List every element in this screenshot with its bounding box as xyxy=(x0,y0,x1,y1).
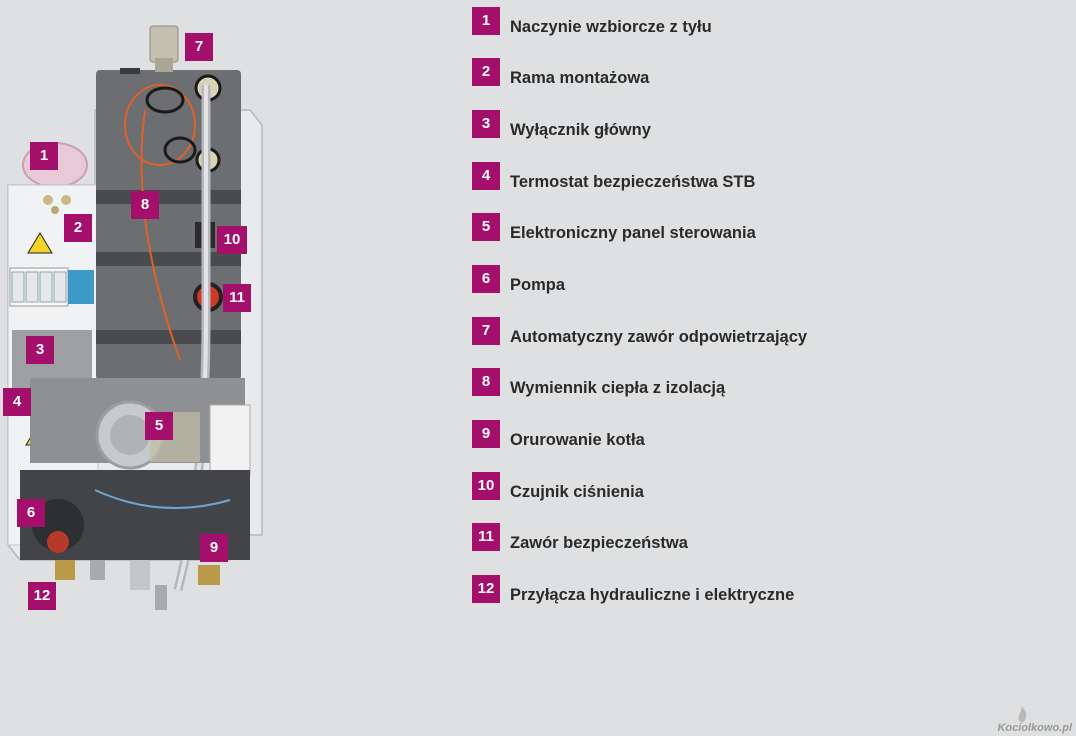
legend-number: 7 xyxy=(472,317,500,345)
marker-12: 12 xyxy=(28,582,56,610)
legend-number: 9 xyxy=(472,420,500,448)
air-vent-body xyxy=(149,25,179,63)
marker-6: 6 xyxy=(17,499,45,527)
flame-icon xyxy=(1018,706,1027,723)
legend-number: 2 xyxy=(472,58,500,86)
legend-number: 11 xyxy=(472,523,500,551)
legend-label: Automatyczny zawór odpowietrzający xyxy=(510,328,808,346)
legend-number: 6 xyxy=(472,265,500,293)
legend-number: 1 xyxy=(472,7,500,35)
legend-label: Rama montażowa xyxy=(510,69,650,87)
legend-label: Wyłącznik główny xyxy=(510,121,651,139)
legend-number: 12 xyxy=(472,575,500,603)
main-switch-breakers xyxy=(9,267,94,307)
legend-label: Zawór bezpieczeństwa xyxy=(510,534,688,552)
legend-label: Czujnik ciśnienia xyxy=(510,483,644,501)
legend-number: 4 xyxy=(472,162,500,190)
marker-3: 3 xyxy=(26,336,54,364)
legend-number: 3 xyxy=(472,110,500,138)
marker-9: 9 xyxy=(200,534,228,562)
legend-label: Naczynie wzbiorcze z tyłu xyxy=(510,18,712,36)
legend-label: Przyłącza hydrauliczne i elektryczne xyxy=(510,586,795,604)
boiler-illustration xyxy=(7,25,263,610)
legend-label: Termostat bezpieczeństwa STB xyxy=(510,173,756,191)
marker-7: 7 xyxy=(185,33,213,61)
legend-number: 10 xyxy=(472,472,500,500)
legend-label: Elektroniczny panel sterowania xyxy=(510,224,756,242)
marker-5: 5 xyxy=(145,412,173,440)
marker-11: 11 xyxy=(223,284,251,312)
legend-label: Pompa xyxy=(510,276,566,294)
marker-4: 4 xyxy=(3,388,31,416)
marker-1: 1 xyxy=(30,142,58,170)
legend-number: 8 xyxy=(472,368,500,396)
watermark: Kociolkowo.pl xyxy=(997,722,1072,734)
legend-label: Orurowanie kotła xyxy=(510,431,645,449)
legend-label: Wymiennik ciepła z izolacją xyxy=(510,379,726,397)
legend-number: 5 xyxy=(472,213,500,241)
marker-8: 8 xyxy=(131,191,159,219)
marker-2: 2 xyxy=(64,214,92,242)
pump-body xyxy=(32,499,84,551)
marker-10: 10 xyxy=(217,226,247,254)
warning-sign-top xyxy=(27,232,53,254)
